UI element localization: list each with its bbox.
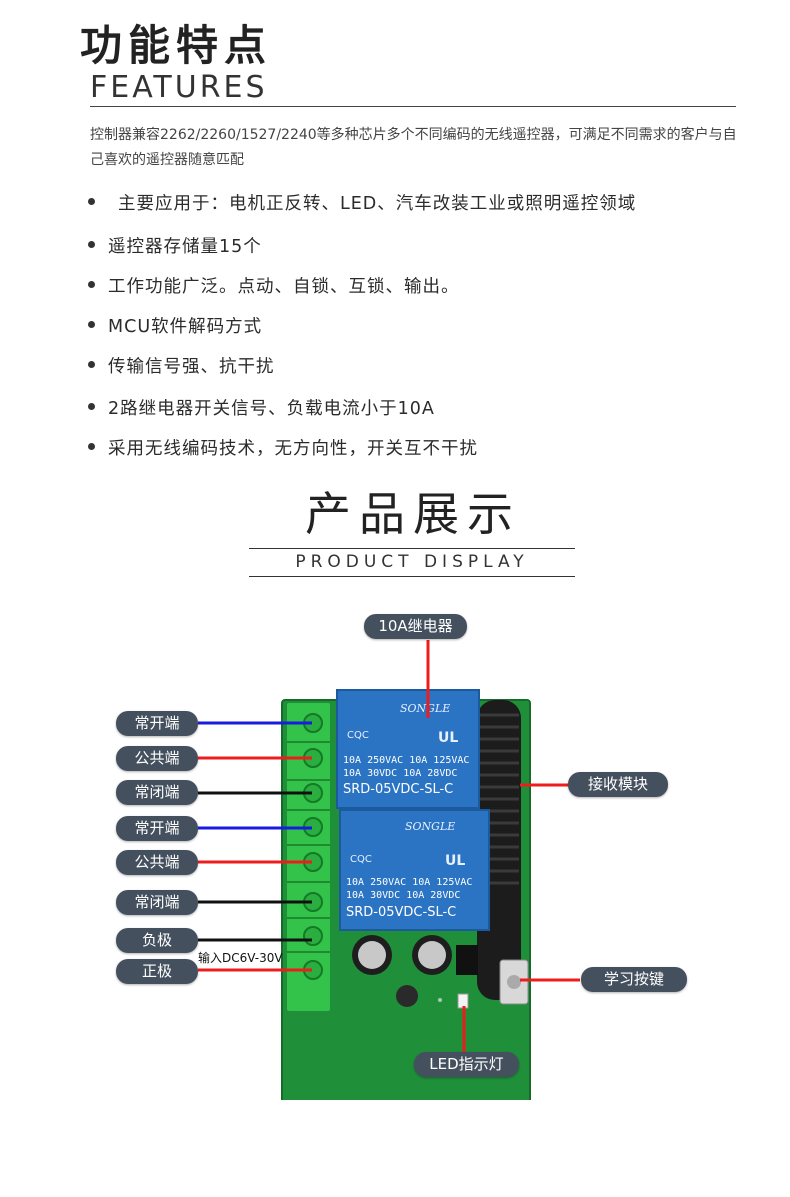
feature-item: 工作功能广泛。点动、自锁、互锁、输出。 xyxy=(88,273,460,298)
inductor-icon xyxy=(396,985,418,1007)
tag-normally-open-2: 常开端 xyxy=(116,816,198,841)
feature-item: 采用无线编码技术，无方向性，开关互不干扰 xyxy=(88,435,478,460)
chip-icon xyxy=(456,945,478,975)
led-icon xyxy=(457,993,469,1009)
tag-common-1: 公共端 xyxy=(116,746,198,771)
relay-1-rating-1: 10A 250VAC 10A 125VAC xyxy=(343,755,469,766)
feature-item: 2路继电器开关信号、负载电流小于10A xyxy=(88,395,435,420)
features-divider xyxy=(90,106,736,107)
svg-text:UL: UL xyxy=(445,853,465,869)
product-display-rule-top xyxy=(249,548,575,549)
product-display-subtitle: PRODUCT DISPLAY xyxy=(295,552,529,572)
tag-learn-button: 学习按键 xyxy=(581,967,687,992)
tag-normally-open-1: 常开端 xyxy=(116,711,198,736)
tag-normally-closed-1: 常闭端 xyxy=(116,780,198,805)
bullet-icon xyxy=(88,360,95,368)
capacitor-icon xyxy=(412,935,452,975)
bullet-icon xyxy=(88,197,95,205)
product-display-rule-bottom xyxy=(249,576,575,577)
features-title: 功能特点 xyxy=(80,21,273,70)
svg-text:UL: UL xyxy=(438,730,458,746)
relay-2-rating-1: 10A 250VAC 10A 125VAC xyxy=(346,877,472,888)
feature-item: 遥控器存储量15个 xyxy=(88,233,262,258)
tag-led: LED指示灯 xyxy=(414,1052,519,1077)
bullet-icon xyxy=(88,240,95,248)
tag-receiver: 接收模块 xyxy=(568,772,668,797)
bullet-icon xyxy=(88,442,95,450)
relay-2-model: SRD-05VDC-SL-C xyxy=(346,905,456,920)
feature-item: 主要应用于：电机正反转、LED、汽车改装工业或照明遥控领域 xyxy=(88,190,636,215)
svg-text:CQC: CQC xyxy=(347,730,369,741)
tag-negative: 负极 xyxy=(116,928,198,953)
feature-item: MCU软件解码方式 xyxy=(88,313,262,338)
product-display-title: 产品展示 xyxy=(305,487,521,541)
bullet-icon xyxy=(88,280,95,288)
terminal-block-icon xyxy=(287,703,330,1011)
relay-board-diagram: SONGLE CQC UL 10A 250VAC 10A 125VAC 10A … xyxy=(198,640,580,1100)
relay-1-brand: SONGLE xyxy=(400,702,450,715)
relay-2-rating-2: 10A 30VDC 10A 28VDC xyxy=(346,890,460,901)
features-subtitle: FEATURES xyxy=(90,70,268,105)
tag-relay: 10A继电器 xyxy=(364,614,467,639)
tag-common-2: 公共端 xyxy=(116,850,198,875)
relay-2: SONGLE CQC UL 10A 250VAC 10A 125VAC 10A … xyxy=(339,809,490,931)
capacitor-icon xyxy=(352,935,392,975)
relay-1-model: SRD-05VDC-SL-C xyxy=(343,782,453,797)
svg-text:CQC: CQC xyxy=(350,854,372,865)
bullet-icon xyxy=(88,402,95,410)
relay-1: SONGLE CQC UL 10A 250VAC 10A 125VAC 10A … xyxy=(336,689,480,809)
tag-normally-closed-2: 常闭端 xyxy=(116,890,198,915)
input-voltage-note: 输入DC6V-30V xyxy=(198,950,283,965)
feature-item: 传输信号强、抗干扰 xyxy=(88,353,275,378)
relay-2-brand: SONGLE xyxy=(405,820,455,833)
tag-positive: 正极 xyxy=(116,959,198,984)
relay-1-rating-2: 10A 30VDC 10A 28VDC xyxy=(343,768,457,779)
features-intro: 控制器兼容2262/2260/1527/2240等多种芯片多个不同编码的无线遥控… xyxy=(90,127,737,168)
bullet-icon xyxy=(88,320,95,328)
